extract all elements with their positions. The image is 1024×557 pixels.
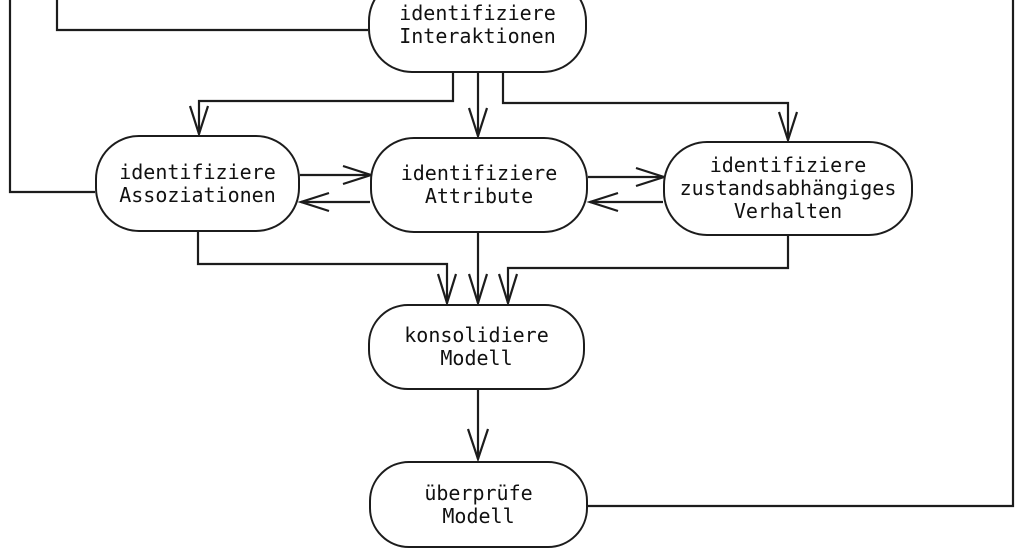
node-label-line: identifiziere (709, 153, 867, 177)
connector-feedback-left (8, 0, 95, 194)
arrowhead-attribute-to-assoziationen-icon (297, 191, 330, 213)
node-label-line: konsolidiere (404, 323, 549, 347)
connector-verhalten-to-konsolidiere (506, 236, 790, 303)
connector-top-into-interaktionen (55, 0, 368, 32)
node-konsolidiere-modell: konsolidiere Modell (368, 304, 585, 390)
node-label-line: überprüfe (424, 480, 533, 505)
arrowhead-assoziationen-to-konsolidiere-icon (436, 273, 458, 307)
connector-assoziationen-to-konsolidiere (196, 232, 449, 303)
node-identifiziere-attribute: identifiziere Attribute (370, 137, 588, 233)
arrowhead-attribute-to-konsolidiere-icon (467, 273, 489, 307)
node-identifiziere-zustandsabhaengiges-verhalten: identifiziere zustandsabhängiges Verhalt… (663, 141, 913, 236)
node-identifiziere-assoziationen: identifiziere Assoziationen (95, 135, 300, 232)
connector-feedback-right (588, 0, 1015, 508)
connector-interaktionen-to-assoziationen (197, 73, 455, 134)
node-label-line: Attribute (424, 184, 534, 208)
arrowhead-verhalten-to-konsolidiere-icon (497, 273, 519, 307)
arrowhead-into-attribute-top-icon (467, 107, 489, 140)
arrowhead-into-assoziationen-icon (188, 105, 210, 138)
node-label-line: Assoziationen (119, 182, 276, 207)
node-label-line: Interaktionen (399, 24, 556, 48)
arrowhead-konsolidiere-to-ueberpruefe-icon (466, 428, 490, 463)
connector-interaktionen-to-verhalten (501, 73, 790, 140)
node-label-line: identifiziere (399, 1, 556, 25)
node-identifiziere-interaktionen: identifiziere Interaktionen (368, 0, 587, 73)
node-label-line: zustandsabhängiges (679, 176, 897, 200)
node-label-line: Modell (442, 503, 515, 528)
node-label-line: identifiziere (400, 161, 558, 185)
node-label-line: Modell (440, 346, 513, 370)
arrowhead-into-verhalten-top-icon (777, 111, 799, 144)
arrowhead-verhalten-to-attribute-icon (586, 191, 619, 213)
node-ueberpruefe-modell: überprüfe Modell (369, 461, 588, 548)
node-label-line: identifiziere (119, 159, 276, 184)
node-label-line: Verhalten (733, 199, 843, 223)
